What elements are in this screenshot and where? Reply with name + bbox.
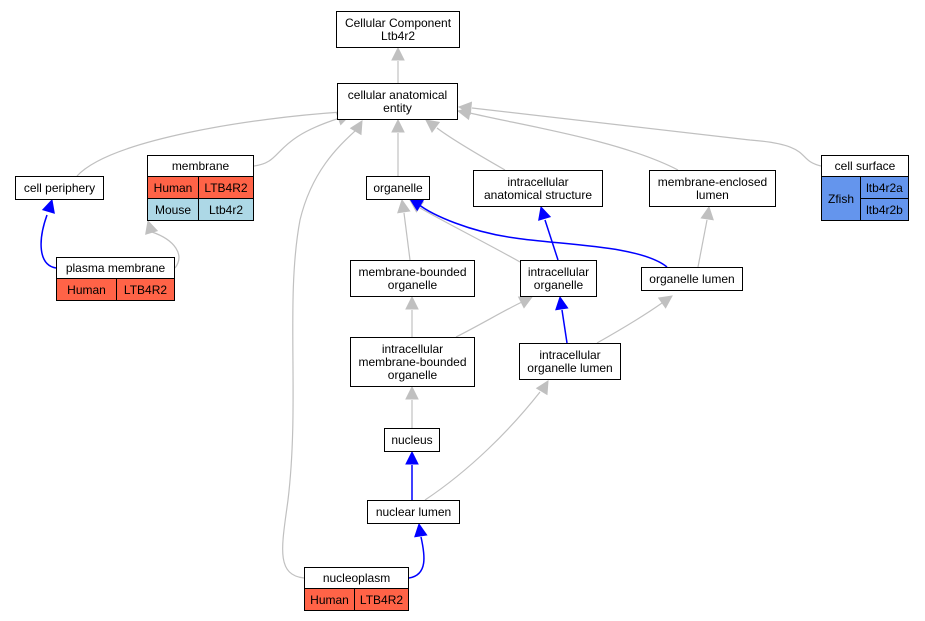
edge-np-cae-arrowhead: [349, 120, 363, 136]
edge-iol-ol-arrowhead: [657, 295, 673, 309]
node-intracellular-organelle-lumen[interactable]: intracellular organelle lumen: [519, 343, 621, 380]
edge-iol-io: [561, 309, 568, 344]
node-membrane-enclosed-lumen[interactable]: membrane-enclosed lumen: [649, 170, 776, 207]
node-organelle[interactable]: organelle: [366, 176, 430, 200]
edge-pm-cp: [40, 214, 57, 269]
plasma-membrane-human-gene: LTB4R2: [116, 278, 175, 301]
node-organelle-lumen-label: organelle lumen: [649, 271, 735, 286]
node-imbo-line1: intracellular: [381, 341, 444, 356]
node-ias-line2: anatomical structure: [483, 187, 593, 202]
node-iol-line1: intracellular: [539, 347, 601, 362]
node-cell-periphery[interactable]: cell periphery: [15, 176, 104, 200]
node-intracellular-membrane-bounded-organelle[interactable]: intracellular membrane-bounded organelle: [350, 337, 475, 387]
node-membrane-label: membrane: [171, 158, 230, 173]
node-organelle-lumen[interactable]: organelle lumen: [641, 267, 743, 291]
edge-np-nl: [408, 536, 425, 579]
edge-nl-iol-arrowhead: [535, 380, 549, 396]
node-ias-line1: intracellular: [507, 174, 569, 189]
nucleoplasm-human-gene: LTB4R2: [354, 588, 409, 611]
node-organelle-label: organelle: [373, 180, 423, 195]
edge-iol-io-arrowhead: [555, 295, 569, 311]
edge-imbo-mbo-arrowhead: [405, 295, 419, 310]
edge-np-cae: [282, 130, 356, 579]
node-cellular-anatomical-entity[interactable]: cellular anatomical entity: [337, 83, 458, 120]
membrane-mouse-species: Mouse: [147, 198, 199, 221]
membrane-human-species: Human: [147, 176, 199, 199]
node-nucleus-label: nucleus: [391, 432, 433, 447]
edge-io-organelle: [419, 207, 521, 263]
node-imbo-line3: organelle: [387, 367, 438, 382]
edge-cs-cae: [471, 107, 822, 167]
node-nucleus[interactable]: nucleus: [384, 428, 440, 452]
edge-ol-mel: [697, 219, 708, 268]
node-intracellular-anatomical-structure[interactable]: intracellular anatomical structure: [473, 170, 603, 207]
edge-organelle-cae-arrowhead: [391, 118, 405, 133]
node-mel-line2: lumen: [696, 187, 729, 202]
node-mbo-line2: organelle: [387, 277, 438, 292]
node-cell-periphery-label: cell periphery: [23, 180, 96, 195]
node-iol-line2: organelle lumen: [527, 360, 613, 375]
edge-cs-cae-arrowhead: [457, 101, 473, 116]
node-membrane[interactable]: membrane: [147, 155, 254, 177]
edge-np-nl-arrowhead: [414, 522, 428, 538]
node-membrane-bounded-organelle[interactable]: membrane-bounded organelle: [350, 260, 475, 297]
edge-mbo-organelle: [403, 212, 411, 261]
node-plasma-membrane[interactable]: plasma membrane: [56, 257, 175, 279]
edge-ol-organelle: [417, 203, 668, 268]
node-cae-line1: cellular anatomical: [347, 87, 448, 102]
cell-surface-gene-a: ltb4r2a: [860, 176, 909, 199]
plasma-membrane-human-species: Human: [56, 278, 117, 301]
edge-imbo-io: [455, 301, 523, 338]
node-imbo-line2: membrane-bounded: [358, 354, 467, 369]
membrane-human-gene: LTB4R2: [198, 176, 254, 199]
membrane-mouse-gene: Ltb4r2: [198, 198, 254, 221]
edge-cae-root-arrowhead: [391, 46, 405, 61]
node-mel-line1: membrane-enclosed: [657, 174, 768, 189]
edge-iol-ol: [596, 302, 663, 344]
node-plasma-membrane-label: plasma membrane: [65, 260, 166, 275]
edge-ias-cae-arrowhead: [425, 119, 441, 133]
cell-surface-zfish-species: Zfish: [821, 176, 861, 221]
node-cae-line2: entity: [383, 100, 412, 115]
edge-imbo-io-arrowhead: [517, 296, 533, 309]
edge-nucleus-imbo-arrowhead: [405, 385, 419, 400]
node-nuclear-lumen[interactable]: nuclear lumen: [367, 500, 460, 524]
edge-ias-cae: [436, 127, 506, 171]
node-io-line1: intracellular: [527, 264, 590, 279]
node-nucleoplasm[interactable]: nucleoplasm: [304, 567, 409, 589]
node-intracellular-organelle[interactable]: intracellular organelle: [520, 260, 597, 297]
edge-ol-mel-arrowhead: [700, 205, 714, 221]
node-cell-surface-label: cell surface: [834, 158, 896, 173]
node-nuclear-lumen-label: nuclear lumen: [375, 504, 452, 519]
node-root-line2: Ltb4r2: [380, 28, 416, 43]
edge-membrane-cae: [253, 117, 341, 167]
edge-io-ias-arrowhead: [538, 205, 552, 221]
edge-io-ias: [544, 219, 559, 261]
edge-nl-nucleus-arrowhead: [405, 450, 419, 465]
edge-nl-iol: [424, 391, 541, 501]
edge-pm-membrane-arrowhead: [145, 219, 159, 235]
cell-surface-gene-b: ltb4r2b: [860, 198, 909, 221]
node-nucleoplasm-label: nucleoplasm: [322, 570, 391, 585]
edge-mel-cae: [469, 112, 679, 171]
edge-mbo-organelle-arrowhead: [397, 198, 411, 214]
edge-pm-membrane: [151, 231, 180, 269]
node-root-line1: Cellular Component: [344, 15, 452, 30]
nucleoplasm-human-species: Human: [304, 588, 355, 611]
node-mbo-line1: membrane-bounded: [358, 264, 467, 279]
edge-cp-cae: [76, 111, 343, 177]
node-cellular-component[interactable]: Cellular Component Ltb4r2: [336, 11, 460, 48]
edge-pm-cp-arrowhead: [41, 198, 55, 214]
node-io-line2: organelle: [533, 277, 584, 292]
node-cell-surface[interactable]: cell surface: [821, 155, 909, 177]
